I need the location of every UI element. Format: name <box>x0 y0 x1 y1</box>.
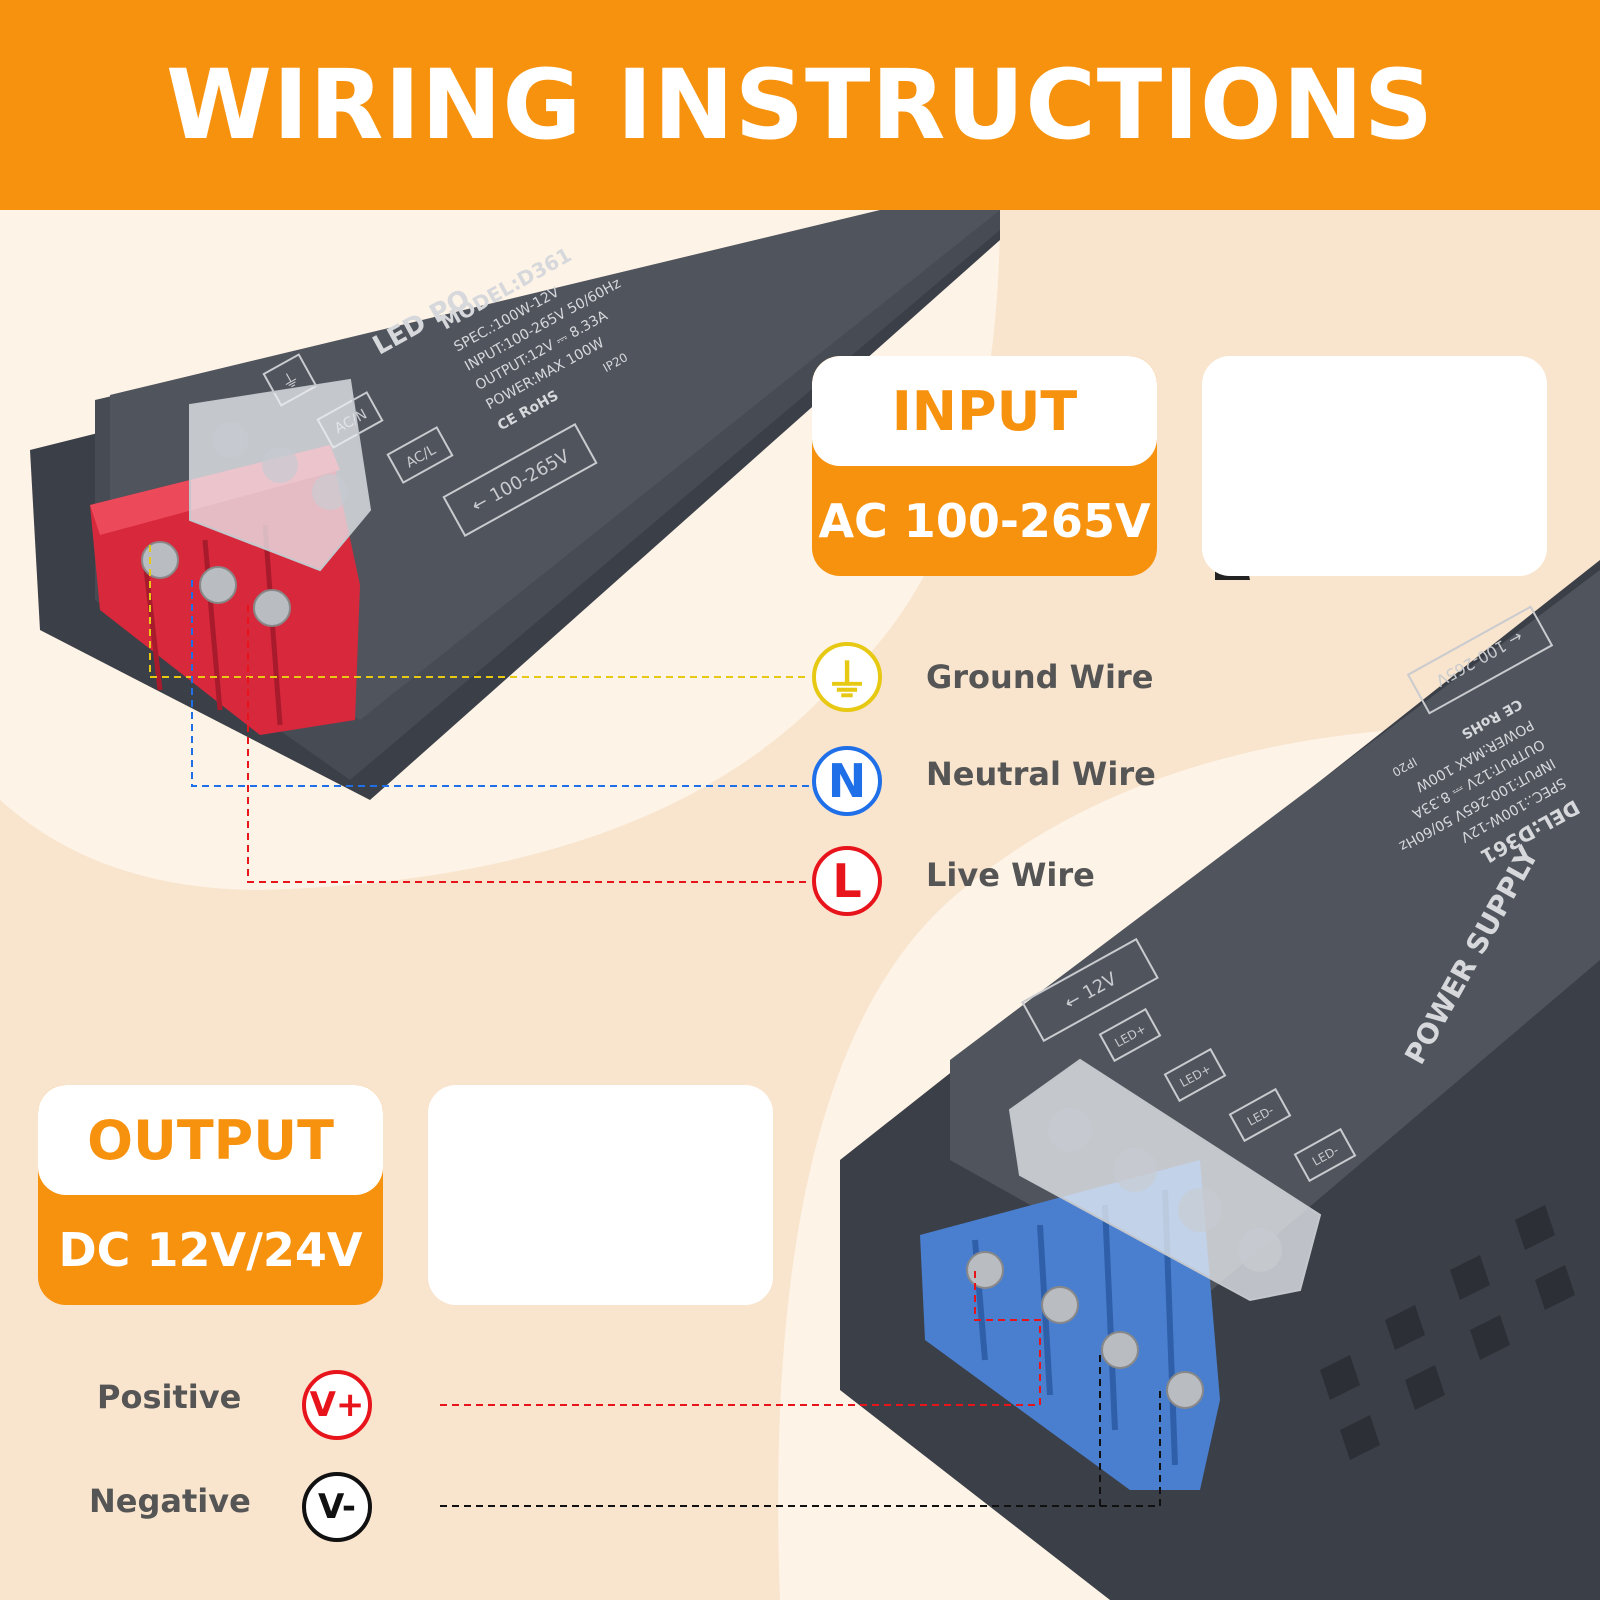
header-banner: WIRING INSTRUCTIONS <box>0 0 1600 210</box>
positive-label: Positive <box>97 1378 242 1416</box>
negative-icon: V- <box>302 1472 372 1542</box>
power-supply-bottom: DEL:D361 SPEC.:100W-12V INPUT:100-265V 5… <box>840 560 1600 1600</box>
battery-card <box>428 1085 773 1305</box>
wire-illustration-card <box>1202 356 1547 576</box>
input-wire-leads <box>149 545 810 883</box>
negative-label: Negative <box>89 1482 251 1520</box>
live-wire-label: Live Wire <box>926 856 1095 894</box>
input-card: INPUT AC 100-265V <box>812 356 1157 576</box>
vent-holes <box>1320 1205 1575 1460</box>
input-title: INPUT <box>812 356 1157 466</box>
ground-wire-label: Ground Wire <box>926 658 1154 696</box>
ground-icon: ⏚ <box>812 642 882 712</box>
live-icon: L <box>812 846 882 916</box>
output-title: OUTPUT <box>38 1085 383 1195</box>
power-supply-top: LED PO MODEL:D361 SPEC.:100W-12V INPUT:1… <box>30 210 1000 800</box>
output-value: DC 12V/24V <box>58 1223 363 1277</box>
neutral-wire-label: Neutral Wire <box>926 755 1156 793</box>
page-title: WIRING INSTRUCTIONS <box>165 49 1435 161</box>
neutral-icon: N <box>812 746 882 816</box>
output-card: OUTPUT DC 12V/24V <box>38 1085 383 1305</box>
input-value: AC 100-265V <box>818 494 1151 548</box>
output-wire-leads <box>440 1270 1161 1507</box>
positive-icon: V+ <box>302 1370 372 1440</box>
